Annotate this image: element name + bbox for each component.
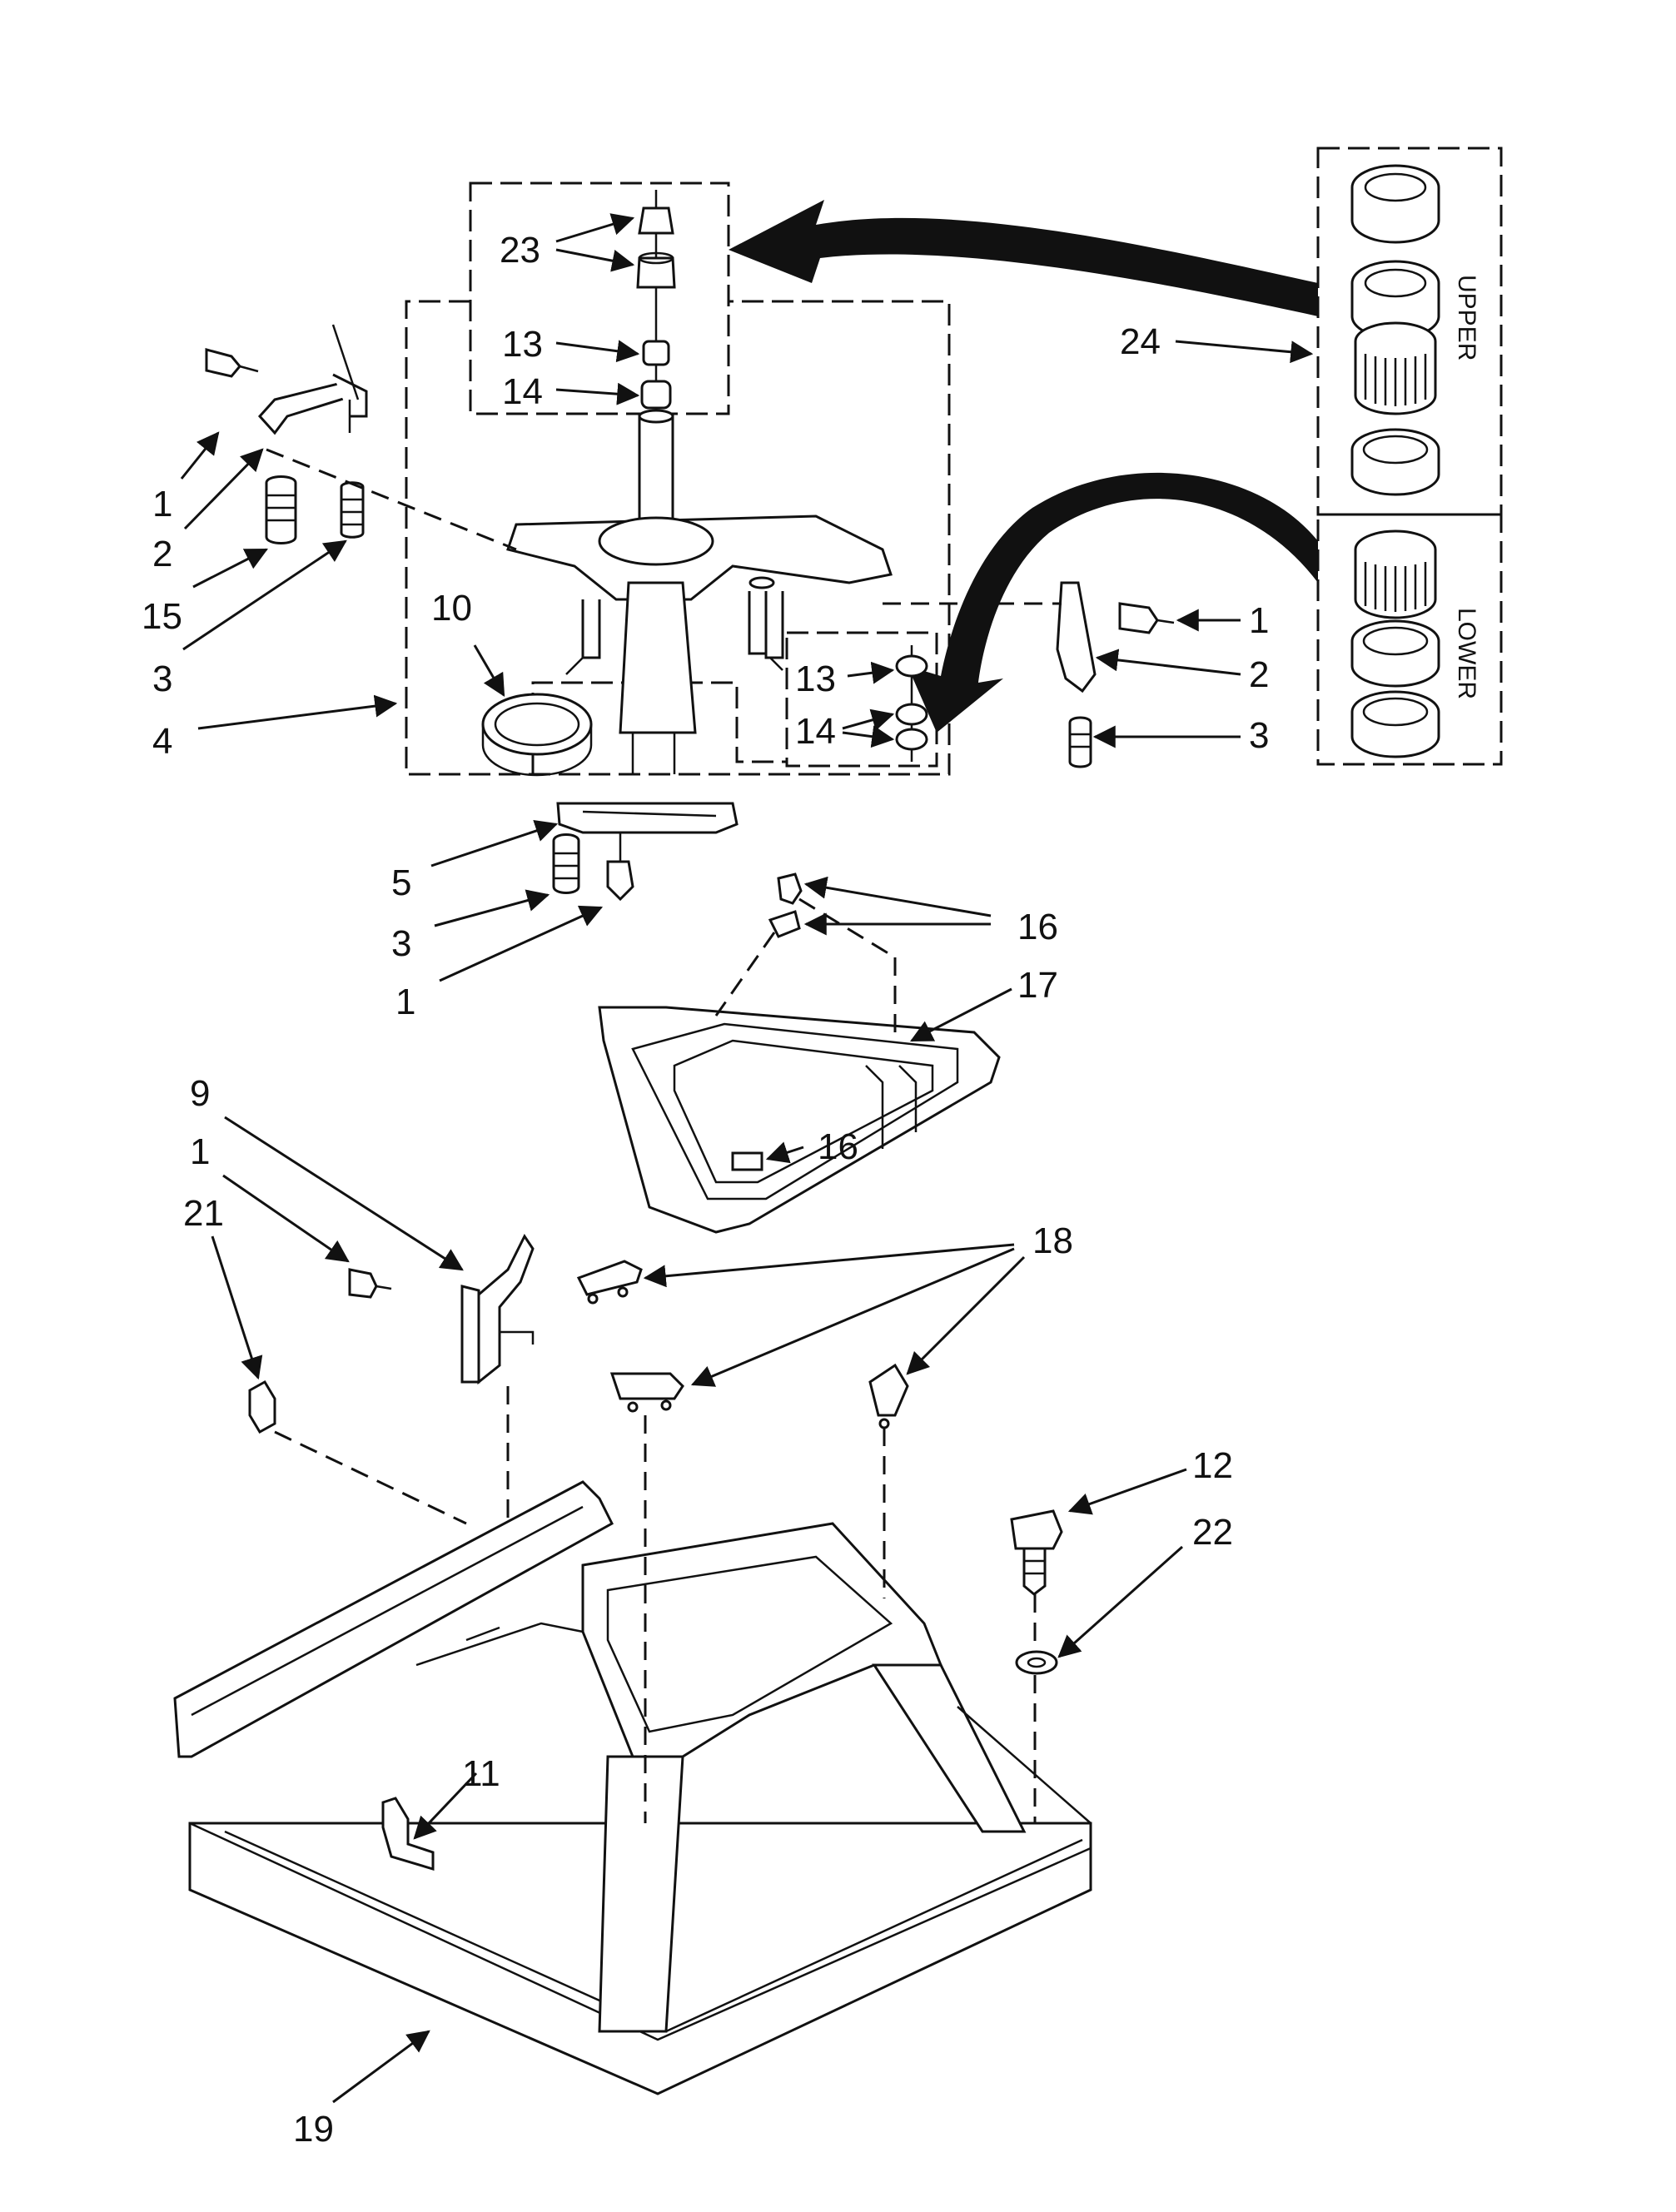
bearing-kit-box: [469, 181, 730, 415]
clip-21: [248, 1379, 276, 1434]
callout-13b: 13: [795, 659, 836, 699]
callout-17: 17: [1017, 965, 1058, 1006]
frame-17: [598, 1006, 1001, 1234]
callout-1c: 1: [395, 982, 415, 1022]
callout-2b: 2: [1249, 654, 1269, 695]
callout-numbers: 1 2 15 3 4 10 23 13 14 13 14 1 2 3 24 5 …: [142, 230, 1269, 2150]
kit-upper-label: UPPER: [1453, 275, 1480, 360]
callout-1b: 1: [1249, 600, 1269, 641]
center-brace-parts: [552, 802, 739, 902]
callout-14a: 14: [502, 371, 543, 412]
callout-16b: 16: [818, 1126, 858, 1167]
kit-upper-parts: [1350, 164, 1440, 496]
callout-2a: 2: [152, 534, 172, 574]
transmission-group-box: [405, 300, 951, 776]
kit-box-lower: [1316, 513, 1503, 766]
callout-22: 22: [1192, 1512, 1233, 1553]
callout-18: 18: [1032, 1220, 1073, 1261]
lower-bearing-box: [785, 631, 938, 768]
lower-kit-arrow: [908, 472, 1318, 733]
callout-10: 10: [431, 588, 472, 629]
upper-kit-arrow: [729, 200, 1318, 316]
base-frame-19: [173, 1480, 1092, 2095]
bolt-12: [1010, 1509, 1063, 1596]
callout-1a: 1: [152, 484, 172, 524]
callout-24: 24: [1120, 321, 1161, 362]
callout-1d: 1: [190, 1131, 210, 1172]
leader-dash-21: [274, 1430, 467, 1525]
callout-19: 19: [293, 2109, 334, 2150]
callout-14b: 14: [795, 711, 836, 752]
bearing-stack-upper: [636, 190, 676, 416]
pads-18: [576, 1260, 909, 1429]
kit-lower-label: LOWER: [1453, 608, 1480, 699]
bearing-stack-lower: [895, 645, 928, 762]
transmission-assembly: [506, 409, 893, 774]
bracket-9: [460, 1234, 535, 1385]
callout-15: 15: [142, 596, 182, 637]
callout-12: 12: [1192, 1445, 1233, 1486]
ring-10: [481, 693, 593, 777]
clips-16: [714, 872, 897, 1171]
callout-4: 4: [152, 721, 172, 762]
callout-13a: 13: [502, 324, 543, 365]
kit-lower-parts: [1350, 529, 1440, 758]
callout-16a: 16: [1017, 907, 1058, 947]
washer-22: [1015, 1650, 1058, 1675]
callout-21: 21: [183, 1193, 224, 1234]
callout-3b: 3: [1249, 715, 1269, 756]
right-hanger-parts: [883, 581, 1175, 768]
callout-9: 9: [190, 1073, 210, 1114]
callout-11: 11: [462, 1753, 500, 1794]
callout-3c: 3: [391, 923, 411, 964]
callout-3a: 3: [152, 659, 172, 699]
callout-5: 5: [391, 862, 411, 903]
callout-leaders: [180, 213, 1314, 2104]
left-hanger-parts: [205, 324, 517, 551]
screw-1-left: [348, 1268, 392, 1299]
callout-23: 23: [500, 230, 540, 271]
